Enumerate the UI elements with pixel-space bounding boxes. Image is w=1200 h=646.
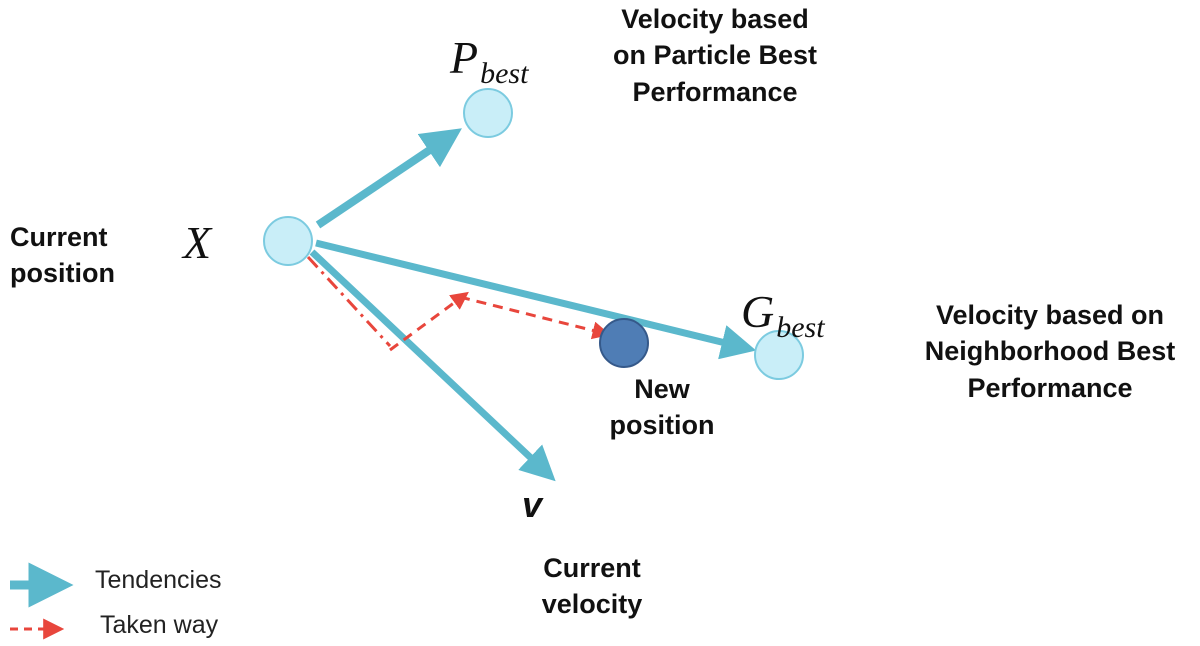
taken-way-first-segment [306,255,392,348]
pbest-subscript: best [480,57,529,90]
new-position-node [599,318,649,368]
gbest-description: Velocity based on Neighborhood Best Perf… [924,300,1176,403]
current-position-node [263,216,313,266]
gbest-subscript: best [776,311,825,344]
current-velocity-text: Current velocity [541,553,643,620]
pbest-label: Pbest [450,31,528,90]
current-velocity-symbol: v [522,484,543,525]
new-position-text: New position [609,374,715,441]
pbest-main-symbol: P [450,32,479,83]
current-position-symbol: X [183,216,211,269]
taken-way-third-segment [459,295,611,340]
pbest-description: Velocity based on Particle Best Performa… [612,4,818,107]
current-position-text: Current position [10,222,115,289]
gbest-main-symbol: G [741,286,775,337]
gbest-node [754,330,804,380]
pbest-tendency-arrow [315,128,462,229]
gbest-tendency-arrow [315,239,757,360]
velocity-tendency-arrow [309,249,556,482]
legend-taken-way-text: Taken way [100,611,219,639]
gbest-label: Gbest [741,285,825,344]
legend-tendencies-text: Tendencies [95,566,222,594]
taken-way-second-segment [389,291,469,352]
current-position-main-symbol: X [183,217,212,268]
pbest-node [463,88,513,138]
